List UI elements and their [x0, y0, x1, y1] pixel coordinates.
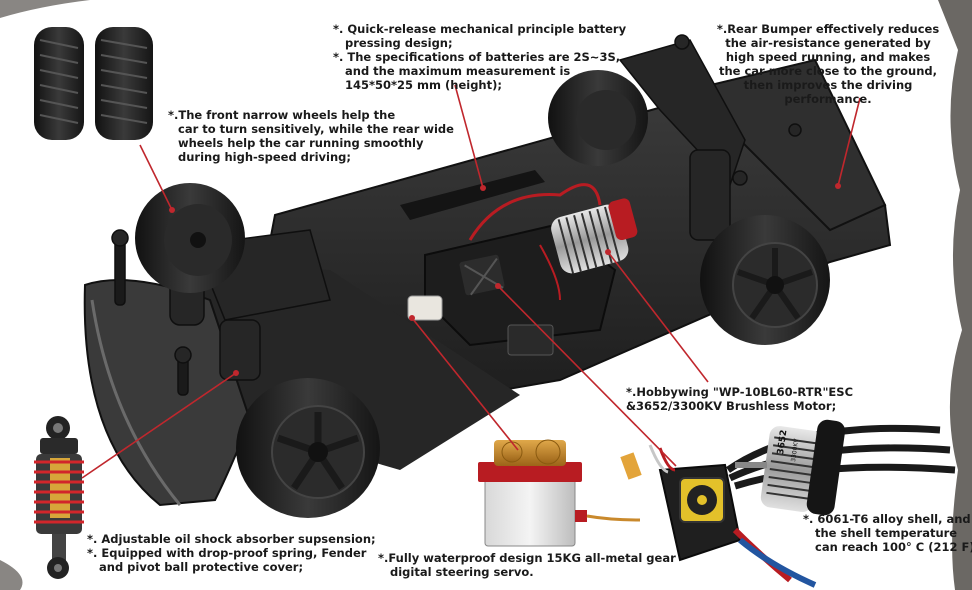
caption-rear-bumper-line: performance. [784, 92, 872, 106]
motor-label: 3652 [776, 429, 789, 455]
caption-alloy-shell-line: the shell temperature [815, 526, 958, 540]
caption-rear-bumper-line: *.Rear Bumper effectively reduces [716, 22, 940, 36]
callout-line-bumper [837, 97, 861, 187]
caption-alloy-shell-line: *. 6061-T6 alloy shell, and [803, 512, 971, 526]
caption-wheels-line: *.The front narrow wheels help the [168, 108, 396, 122]
caption-rear-bumper: *.Rear Bumper effectively reduces the ai… [712, 22, 944, 106]
callout-dots [169, 183, 841, 376]
esc-unit [620, 424, 956, 588]
wheel-rear-left [548, 70, 648, 166]
caption-wheels-line: wheels help the car running smoothly [178, 136, 424, 150]
caption-esc-line: &3652/3300KV Brushless Motor; [626, 399, 837, 413]
callout-line-esc [607, 251, 709, 383]
callout-line-esc-lower [497, 285, 677, 467]
callout-line-wheels [139, 144, 173, 211]
brushless-motor: 3652 3300KV [735, 419, 846, 516]
wheel-front-left [135, 183, 245, 293]
caption-servo-line: *.Fully waterproof design 15KG all-metal… [378, 551, 676, 565]
caption-esc-line: *.Hobbywing "WP-10BL60-RTR"ESC [626, 385, 854, 399]
chassis-motor [468, 183, 638, 301]
caption-wheels-line: during high-speed driving; [178, 150, 351, 164]
caption-rear-bumper-line: the car more close to the ground, [718, 64, 938, 78]
caption-servo: *.Fully waterproof design 15KG all-metal… [378, 551, 676, 579]
caption-rear-bumper-line: the air-resistance generated by [725, 36, 931, 50]
caption-shock: *. Adjustable oil shock absorber supsens… [87, 532, 376, 574]
callout-line-servo [411, 317, 519, 451]
caption-shock-line: *. Equipped with drop-proof spring, Fend… [87, 546, 367, 560]
caption-esc: *.Hobbywing "WP-10BL60-RTR"ESC &3652/330… [626, 385, 853, 413]
caption-battery-line: pressing design; [345, 36, 453, 50]
caption-servo-line: digital steering servo. [390, 565, 534, 579]
caption-rear-bumper-line: then improves the driving [743, 78, 913, 92]
caption-battery-line: *. Quick-release mechanical principle ba… [333, 22, 627, 36]
spare-tires [34, 27, 153, 140]
steering-servo [478, 439, 641, 547]
callout-lines [81, 84, 861, 479]
shock-absorber [34, 416, 84, 579]
callout-line-battery [454, 84, 484, 189]
caption-shock-line: and pivot ball protective cover; [99, 560, 304, 574]
caption-battery-line: 145*50*25 mm (height); [345, 78, 502, 92]
wheel-rear-right [700, 215, 830, 345]
rear-suspension [618, 34, 802, 241]
caption-battery-line: *. The specifications of batteries are 2… [333, 50, 621, 64]
caption-alloy-shell-line: can reach 100° C (212 F); [815, 540, 972, 554]
caption-alloy-shell: *. 6061-T6 alloy shell, and the shell te… [803, 512, 972, 554]
caption-battery-line: and the maximum measurement is [345, 64, 571, 78]
callout-line-shock [81, 372, 237, 479]
caption-wheels: *.The front narrow wheels help the car t… [168, 108, 454, 164]
wheel-front-right [236, 378, 380, 518]
caption-shock-line: *. Adjustable oil shock absorber supsens… [87, 532, 376, 546]
motor-sublabel: 3300KV [790, 437, 800, 462]
caption-battery: *. Quick-release mechanical principle ba… [333, 22, 626, 92]
caption-rear-bumper-line: high speed running, and makes [725, 50, 931, 64]
caption-wheels-line: car to turn sensitively, while the rear … [178, 122, 454, 136]
